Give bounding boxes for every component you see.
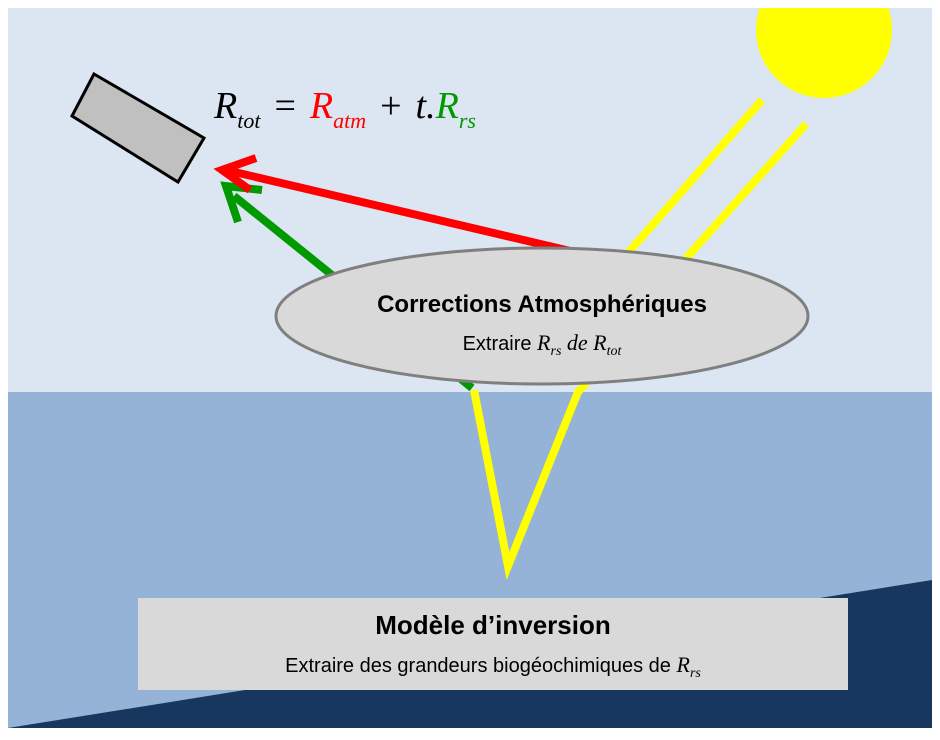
inv-subtitle-r: R (675, 652, 690, 677)
sun-icon (756, 8, 892, 98)
atm-subtitle-text: Extraire (463, 333, 537, 355)
inversion-model-title: Modèle d’inversion (375, 610, 611, 640)
eq-term1-sub: atm (333, 108, 366, 133)
atm-subtitle-r1: R (536, 330, 551, 355)
atm-subtitle-mid: de (561, 330, 593, 355)
atm-subtitle-r1-sub: rs (551, 344, 562, 359)
atm-subtitle-r2: R (592, 330, 607, 355)
radiance-equation: Rtot=Ratm+t.Rrs (213, 85, 476, 133)
atm-subtitle-r2-sub: tot (607, 344, 623, 359)
total-radiance-arrow (213, 154, 601, 262)
eq-equals: = (274, 85, 295, 127)
eq-lhs-sub: tot (237, 108, 261, 133)
eq-term2-sub: rs (459, 108, 476, 133)
inv-subtitle-text: Extraire des grandeurs biogéochimiques d… (285, 655, 676, 677)
inversion-model-subtitle: Extraire des grandeurs biogéochimiques d… (285, 652, 701, 681)
eq-lhs: R (213, 85, 237, 127)
atmospheric-corrections-box: Corrections Atmosphériques Extraire Rrs … (274, 246, 810, 386)
eq-plus: + (380, 85, 401, 127)
eq-term2: R (435, 85, 459, 127)
atmospheric-corrections-title: Corrections Atmosphériques (377, 291, 707, 318)
atmospheric-corrections-subtitle: Extraire Rrs de Rtot (463, 330, 623, 359)
eq-term2-prefix: t. (416, 85, 436, 127)
satellite-sensor-icon (70, 71, 207, 185)
eq-term1: R (309, 85, 333, 127)
inv-subtitle-r-sub: rs (690, 666, 701, 681)
inversion-model-box: Modèle d’inversion Extraire des grandeur… (138, 598, 848, 690)
